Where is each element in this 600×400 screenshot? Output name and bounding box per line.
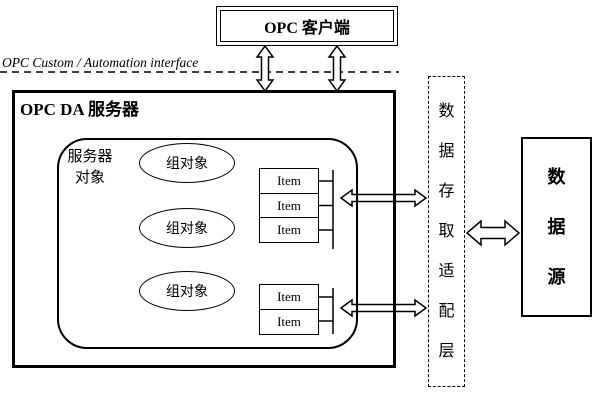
item-box: Item [259,168,319,194]
item-box: Item [259,192,319,219]
item-box: Item [259,217,319,243]
item-bus-top [319,170,334,249]
server-adapter-arrow-bottom [339,298,428,318]
opc-client-label: OPC 客户端 [220,10,394,42]
group-object-label: 组对象 [166,157,208,172]
server-object-container [57,138,358,349]
group-object-ellipse: 组对象 [139,271,235,311]
opc-da-server-label: OPC DA 服务器 [20,100,139,119]
item-box: Item [259,284,319,310]
item-stack-top: Item Item Item [259,168,319,243]
client-server-arrow-left [255,44,275,93]
data-access-adapter-box: 数据存取适配层 [428,76,465,387]
group-object-ellipse: 组对象 [139,208,235,248]
server-adapter-arrow-top [339,188,428,208]
opc-client-box: OPC 客户端 [216,6,398,46]
opc-da-server-box [12,90,396,368]
item-box: Item [259,308,319,335]
group-object-label: 组对象 [166,222,208,237]
data-source-box: 数据源 [521,137,592,317]
data-access-adapter-label: 数据存取适配层 [438,102,455,360]
interface-label: OPC Custom / Automation interface [2,55,199,70]
item-stack-bottom: Item Item [259,284,319,335]
client-server-arrow-right [327,44,347,93]
group-object-label: 组对象 [166,285,208,300]
adapter-datasource-arrow [465,219,521,247]
group-object-ellipse: 组对象 [139,143,235,183]
server-object-label: 服务器 对象 [67,149,113,186]
data-source-label: 数据源 [547,167,566,287]
